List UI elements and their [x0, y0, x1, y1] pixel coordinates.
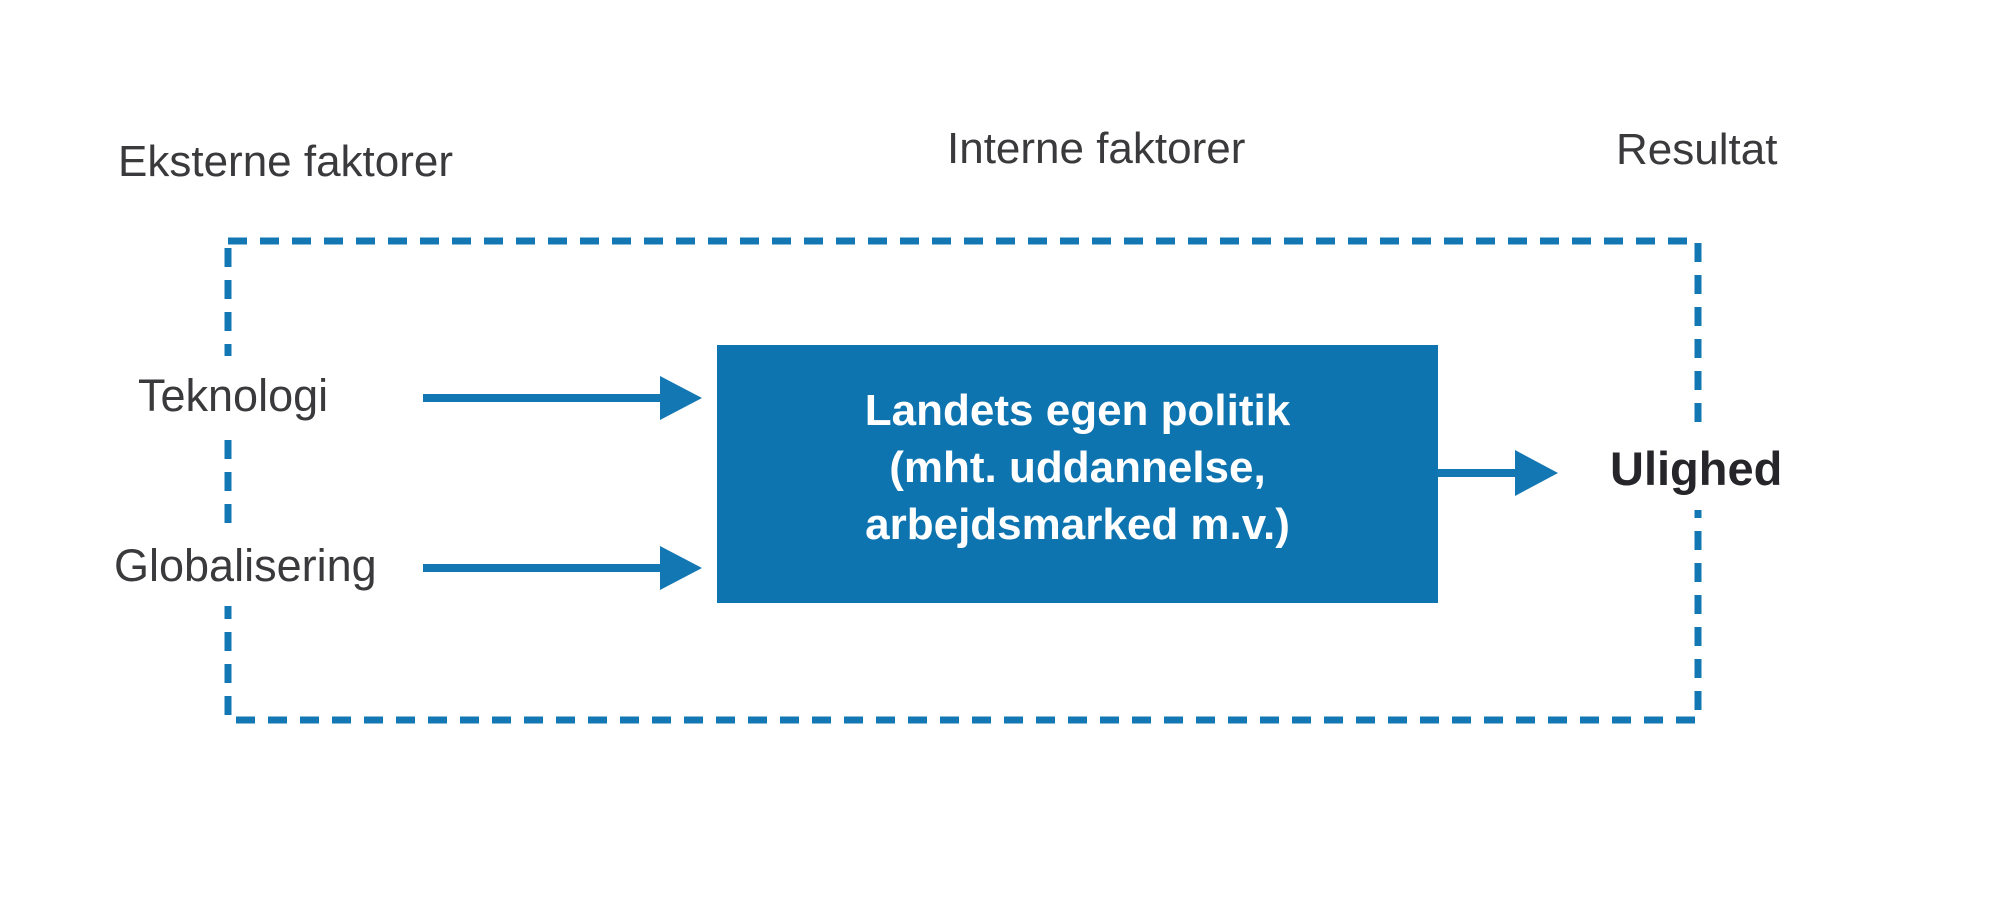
- header-interne-faktorer: Interne faktorer: [947, 124, 1246, 173]
- header-resultat: Resultat: [1616, 125, 1778, 174]
- policy-box-line-1: Landets egen politik: [864, 385, 1291, 435]
- header-eksterne-faktorer: Eksterne faktorer: [118, 137, 454, 186]
- result-ulighed: Ulighed: [1588, 428, 1805, 510]
- external-factor-teknologi: Teknologi: [116, 356, 351, 436]
- policy-box-line-2: (mht. uddannelse,: [889, 442, 1266, 492]
- policy-box: Landets egen politik (mht. uddannelse, a…: [717, 345, 1438, 603]
- external-factor-globalisering: Globalisering: [92, 526, 399, 606]
- policy-box-line-3: arbejdsmarked m.v.): [865, 499, 1290, 549]
